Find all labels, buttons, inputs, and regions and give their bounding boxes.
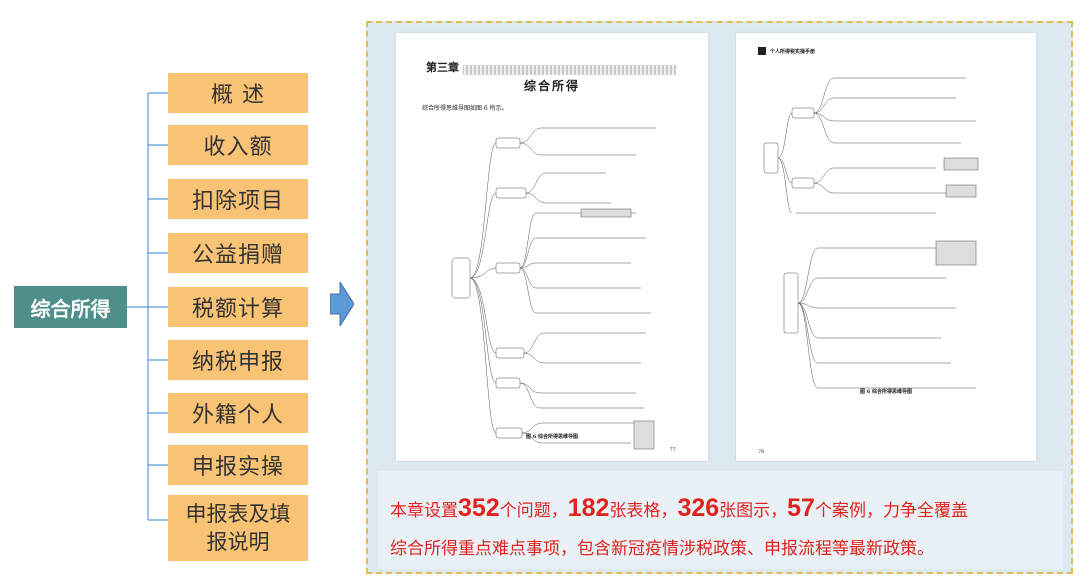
branch-tax-filing: 纳税申报 (168, 340, 308, 380)
page-number-left: 77 (669, 447, 676, 453)
branch-filing-practice: 申报实操 (168, 445, 308, 485)
summary-line-2: 综合所得重点难点事项，包含新冠疫情涉税政策、申报流程等最新政策。 (390, 539, 934, 559)
summary-line-1: 本章设置352个问题，182张表格，326张图示，57个案例，力争全覆盖 (390, 494, 968, 522)
right-arrow-icon (330, 282, 354, 326)
book-page-left: 第三章 综合所得 综合所得思维导图如图 6 所示。 (396, 33, 708, 461)
branch-form-instructions: 申报表及填 报说明 (168, 495, 308, 561)
book-page-right: 个人所得税实操手册 (736, 33, 1036, 461)
book-preview-panel: 第三章 综合所得 综合所得思维导图如图 6 所示。 (366, 21, 1073, 574)
book-icon (758, 47, 766, 55)
branch-income-amount: 收入额 (168, 125, 308, 165)
figure-caption-right: 图 6 综合所得思维导图 (860, 389, 912, 395)
running-header: 个人所得税实操手册 (770, 49, 816, 55)
chapter-header-bar (426, 65, 676, 75)
branch-tax-calculation: 税额计算 (168, 287, 308, 327)
mindmap-root: 综合所得 (14, 286, 127, 328)
figure-caption-left: 图 6 综合所得思维导图 (526, 434, 578, 440)
branch-deductions: 扣除项目 (168, 179, 308, 219)
branch-overview: 概 述 (168, 73, 308, 113)
page-number-right: 78 (758, 449, 765, 455)
page-intro: 综合所得思维导图如图 6 所示。 (422, 105, 508, 112)
branch-charitable-donations: 公益捐赠 (168, 233, 308, 273)
summary-box: 本章设置352个问题，182张表格，326张图示，57个案例，力争全覆盖 综合所… (378, 471, 1063, 569)
page-title: 综合所得 (523, 79, 580, 93)
branch-foreign-individuals: 外籍个人 (168, 393, 308, 433)
mindmap-figure-left (451, 127, 656, 450)
chapter-tag: 第三章 (426, 59, 463, 75)
mindmap-connectors (127, 92, 168, 521)
mindmap-figure-right (763, 77, 979, 389)
